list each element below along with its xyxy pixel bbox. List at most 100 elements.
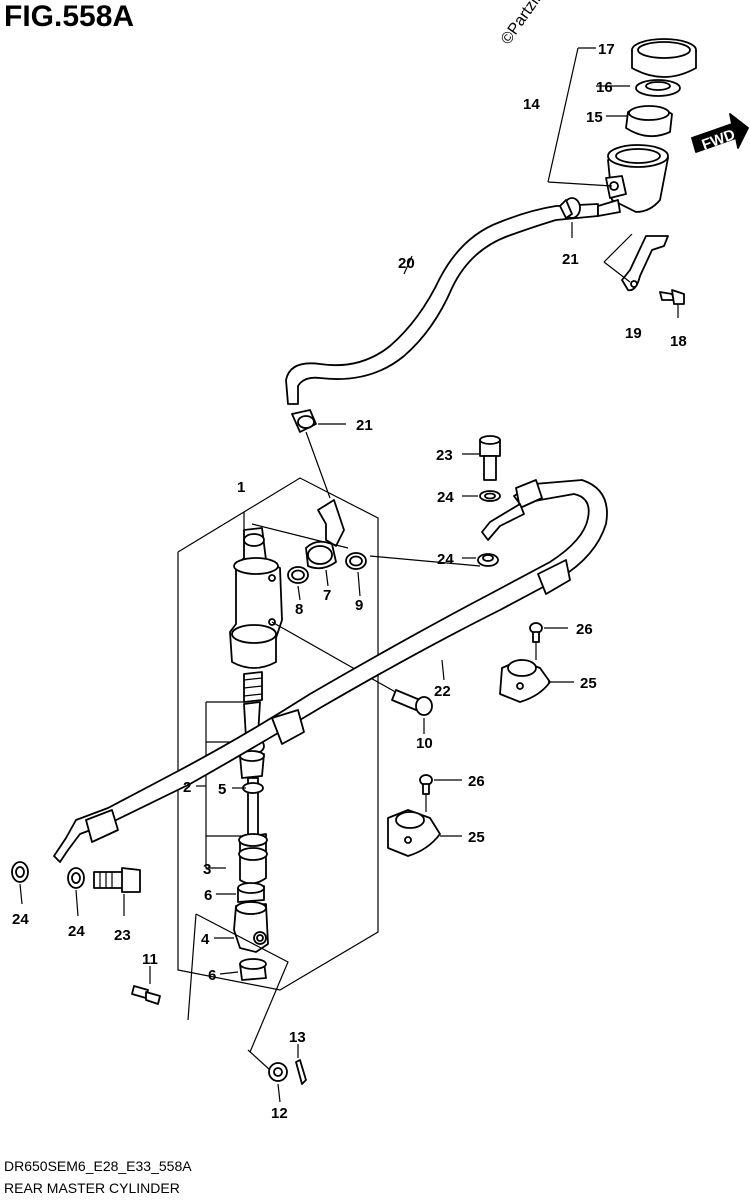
pin-guide-line-2 xyxy=(187,913,197,1021)
leader-7 xyxy=(325,569,329,587)
bolt-guide-line xyxy=(271,621,407,699)
banjo-bolt-lower[interactable] xyxy=(93,867,141,893)
callout-6-upper: 6 xyxy=(204,887,212,904)
reservoir-bracket[interactable] xyxy=(621,235,669,292)
callout-24-upper-1: 24 xyxy=(437,489,454,506)
callout-16: 16 xyxy=(596,79,613,96)
brake-hose-upper-end xyxy=(515,479,543,509)
washer-lower-2[interactable] xyxy=(67,867,85,889)
callout-24-lower-2: 24 xyxy=(68,923,85,940)
master-cylinder-box xyxy=(177,477,379,991)
brake-hose-sleeve xyxy=(271,709,305,745)
callout-23-lower: 23 xyxy=(114,927,131,944)
leader-9 xyxy=(357,571,361,597)
push-rod[interactable] xyxy=(242,777,264,837)
leader-19 xyxy=(603,233,633,263)
callout-10: 10 xyxy=(416,735,433,752)
callout-1: 1 xyxy=(237,479,245,496)
connector-hose-line xyxy=(305,431,331,499)
callout-18: 18 xyxy=(670,333,687,350)
banjo-bolt-upper[interactable] xyxy=(479,435,501,481)
hose-clamp-top[interactable] xyxy=(559,197,581,219)
callout-3: 3 xyxy=(203,861,211,878)
reservoir-plate[interactable] xyxy=(635,79,681,97)
screw-11[interactable] xyxy=(131,985,161,1005)
fitting-guide-line-2 xyxy=(369,555,481,567)
callout-26-lower: 26 xyxy=(468,773,485,790)
figure-title: FIG.558A xyxy=(4,0,135,33)
washer-lower-1[interactable] xyxy=(11,861,29,883)
hose-clamp-bottom[interactable] xyxy=(291,409,317,433)
callout-14: 14 xyxy=(523,96,540,113)
brake-hose-sleeve-upper xyxy=(537,559,571,595)
fwd-arrow-icon xyxy=(691,113,749,153)
pin-guide-line-3 xyxy=(247,1049,271,1071)
master-cylinder-body[interactable] xyxy=(229,527,283,669)
reservoir-diaphragm[interactable] xyxy=(625,105,673,138)
washer-12[interactable] xyxy=(268,1062,288,1082)
callout-25-upper: 25 xyxy=(580,675,597,692)
callout-25-lower: 25 xyxy=(468,829,485,846)
leader-8 xyxy=(297,585,301,601)
group-3-bracket xyxy=(205,836,226,869)
callout-15: 15 xyxy=(586,109,603,126)
hose-joint[interactable] xyxy=(305,499,345,570)
callout-24-upper-2: 24 xyxy=(437,551,454,568)
diagram-code: DR650SEM6_E28_E33_558A xyxy=(4,1158,192,1174)
hose-end-top xyxy=(597,199,621,217)
callout-5: 5 xyxy=(218,781,226,798)
callout-4: 4 xyxy=(201,931,210,948)
reservoir-hose[interactable] xyxy=(285,203,599,405)
leader-22 xyxy=(441,659,445,681)
clip-9[interactable] xyxy=(345,552,367,570)
screw-26-lower[interactable] xyxy=(419,774,433,795)
callout-24-lower-1: 24 xyxy=(12,911,29,928)
callout-20: 20 xyxy=(398,255,415,272)
piston-cup[interactable] xyxy=(239,750,265,779)
callout-6-lower: 6 xyxy=(208,967,216,984)
washer-upper-1[interactable] xyxy=(479,490,501,502)
mounting-bolt[interactable] xyxy=(391,689,433,716)
callout-7: 7 xyxy=(323,587,331,604)
piston-spring[interactable] xyxy=(243,671,263,703)
callout-22: 22 xyxy=(434,683,451,700)
leader-24c xyxy=(19,883,23,905)
nut-lower[interactable] xyxy=(239,958,267,981)
boot[interactable] xyxy=(238,833,268,885)
hose-clamp-25-lower[interactable] xyxy=(387,809,441,857)
callout-9: 9 xyxy=(355,597,363,614)
pin-guide-line xyxy=(195,913,289,1053)
cotter-pin[interactable] xyxy=(295,1059,307,1085)
diagram-caption: REAR MASTER CYLINDER xyxy=(4,1180,180,1196)
brake-hose-banjo-upper xyxy=(481,503,525,541)
leader-12 xyxy=(277,1083,281,1103)
leader-20 xyxy=(403,255,413,275)
fwd-label: FWD xyxy=(700,126,738,154)
nut-upper[interactable] xyxy=(237,882,265,903)
callout-11: 11 xyxy=(142,951,158,968)
callout-12: 12 xyxy=(271,1105,288,1122)
washer-upper-2[interactable] xyxy=(477,553,499,567)
callout-2: 2 xyxy=(183,779,191,796)
leader-19b xyxy=(603,261,631,283)
callout-19: 19 xyxy=(625,325,642,342)
leader-6b xyxy=(219,971,239,975)
brake-hose-lower-end xyxy=(85,809,119,843)
clip-8[interactable] xyxy=(287,566,309,584)
clevis[interactable] xyxy=(233,901,269,953)
callout-8: 8 xyxy=(295,601,303,618)
callout-26-upper: 26 xyxy=(576,621,593,638)
callout-13: 13 xyxy=(289,1029,306,1046)
leader-14b xyxy=(547,181,613,187)
fitting-guide-line xyxy=(251,523,349,549)
callout-21-lower: 21 xyxy=(356,417,373,434)
reservoir-bolt[interactable] xyxy=(659,289,685,305)
callout-17: 17 xyxy=(598,41,615,58)
reservoir-body[interactable] xyxy=(605,144,669,213)
callout-23-upper: 23 xyxy=(436,447,453,464)
screw-26-upper[interactable] xyxy=(529,622,543,643)
callout-21-upper: 21 xyxy=(562,251,579,268)
hose-clamp-25-upper[interactable] xyxy=(499,659,551,703)
reservoir-cap[interactable] xyxy=(631,38,697,78)
